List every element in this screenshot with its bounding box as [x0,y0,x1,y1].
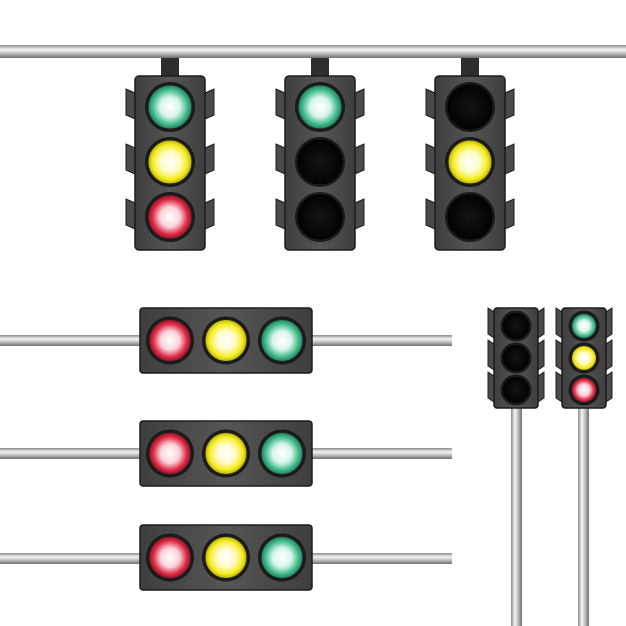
visor-right [504,143,515,175]
visor-right [605,307,613,339]
lamp-3-red-lamp [571,377,597,403]
lamp-1-off-lamp [447,84,493,130]
lamp-2-yellow-lamp [571,345,597,371]
pole-signals [487,307,613,409]
hanging-signal-1 [125,58,215,251]
lamp-1-red-lamp [148,536,192,579]
lamp-2-off-lamp [297,139,343,185]
lamp-2-yellow-lamp [147,139,193,185]
horizontal-signal-1 [139,307,313,374]
lamp-2-yellow-lamp [204,319,248,362]
horizontal-signals [139,307,313,591]
visor-left [275,143,286,175]
visor-left [125,143,136,175]
lamp-3-green-lamp [260,536,304,579]
lamp-1-red-lamp [148,432,192,475]
visor-right [537,371,545,403]
visor-left [425,88,436,120]
lamp-3-off-lamp [297,194,343,240]
pole-signal-2 [555,307,613,409]
lamp-2-yellow-lamp [204,536,248,579]
lamp-2-yellow-lamp [204,432,248,475]
lamp-3-red-lamp [147,194,193,240]
visor-right [537,339,545,371]
visor-left [425,198,436,230]
mount-bracket [311,58,329,78]
visor-left [275,198,286,230]
visor-left [487,307,495,339]
visor-right [537,307,545,339]
lamp-2-off-lamp [503,345,529,371]
visor-right [504,88,515,120]
lamp-1-off-lamp [503,313,529,339]
vertical-pole-2 [578,405,589,626]
visor-left [125,88,136,120]
mount-bracket [461,58,479,78]
lamp-1-green-lamp [297,84,343,130]
visor-right [204,88,215,120]
visor-left [487,371,495,403]
lamp-3-green-lamp [260,432,304,475]
visor-right [504,198,515,230]
lamp-3-off-lamp [503,377,529,403]
lamp-2-yellow-lamp [447,139,493,185]
visor-right [354,88,365,120]
visor-right [354,143,365,175]
hanging-signal-2 [275,58,365,251]
overhead-pole [0,45,626,58]
hanging-signal-3 [425,58,515,251]
hanging-signals [125,58,515,251]
visor-left [555,339,563,371]
vertical-pole-1 [511,405,522,626]
horizontal-signal-3 [139,524,313,591]
visor-right [605,371,613,403]
visor-right [204,198,215,230]
visor-left [425,143,436,175]
visor-right [204,143,215,175]
pole-signal-1 [487,307,545,409]
mount-bracket [161,58,179,78]
lamp-3-green-lamp [260,319,304,362]
visor-left [555,371,563,403]
visor-right [354,198,365,230]
lamp-3-off-lamp [447,194,493,240]
lamp-1-red-lamp [148,319,192,362]
visor-left [487,339,495,371]
visor-left [555,307,563,339]
horizontal-signal-2 [139,420,313,487]
visor-right [605,339,613,371]
visor-left [275,88,286,120]
lamp-1-green-lamp [571,313,597,339]
lamp-1-green-lamp [147,84,193,130]
visor-left [125,198,136,230]
